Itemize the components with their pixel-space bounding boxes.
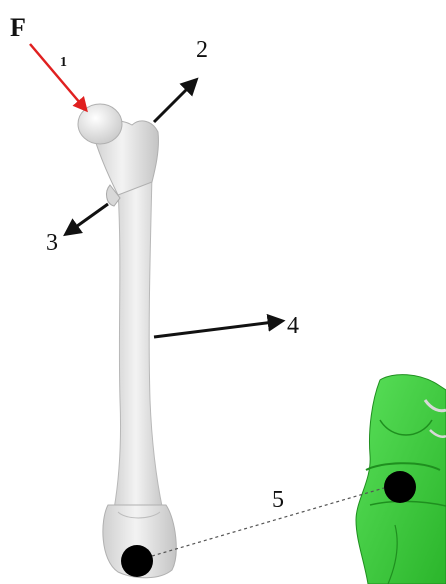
- knee-joint-marker-femur: [121, 545, 153, 577]
- force-arrow-1: [30, 44, 86, 110]
- force-label: F: [10, 13, 26, 42]
- knee-joint-marker-model: [384, 471, 416, 503]
- label-1: 1: [60, 55, 67, 70]
- label-5: 5: [272, 487, 284, 513]
- label-4: 4: [287, 313, 299, 339]
- arrow-2: [154, 80, 196, 122]
- arrow-4: [154, 321, 282, 337]
- label-3: 3: [46, 230, 58, 256]
- femur-bone: [78, 104, 176, 578]
- arrow-3: [66, 204, 108, 234]
- joint-link-dashed: [152, 488, 384, 556]
- label-2: 2: [196, 37, 208, 63]
